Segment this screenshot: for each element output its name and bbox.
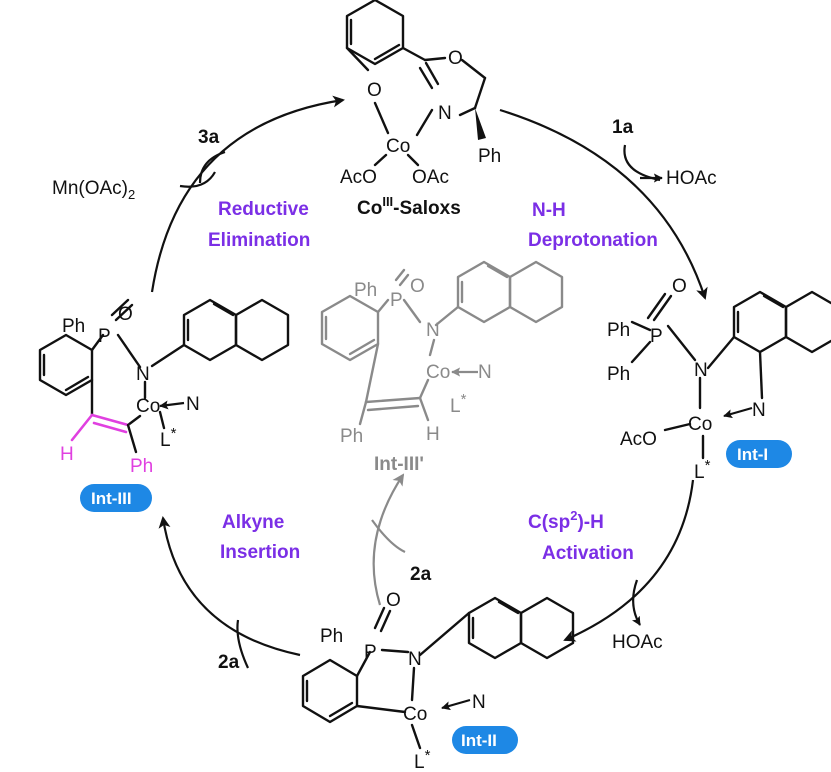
svg-text:O: O (118, 304, 133, 325)
svg-text:O: O (672, 276, 687, 297)
svg-text:O: O (448, 48, 463, 69)
intermediate-int-i: O P N N Co Ph Ph AcO L* Int-I (607, 276, 831, 483)
svg-text:P: P (650, 326, 663, 347)
arrow-hoac-out-bottom (631, 579, 641, 626)
svg-text:Co: Co (688, 414, 712, 435)
arrow-alkyne-insertion (158, 516, 301, 657)
badge-int-i-label: Int-I (737, 445, 768, 464)
svg-text:Ph: Ph (478, 146, 501, 167)
reagent-3a: 3a (198, 127, 220, 148)
svg-text:Ph: Ph (340, 426, 363, 447)
svg-text:AcO: AcO (340, 167, 377, 188)
label-int-iii-prime: Int-III' (374, 454, 424, 475)
svg-text:Ph: Ph (130, 456, 153, 477)
arrow-2a-in-center (371, 519, 406, 553)
reagent-2a-center: 2a (410, 564, 432, 585)
intermediate-int-iii-prime: O P N N Co Ph Ph H L* Int-III' (320, 260, 564, 475)
reagent-hoac-bottom: HOAc (612, 632, 663, 653)
vinyl-double-bond (90, 413, 130, 427)
svg-text:L*: L* (414, 747, 431, 772)
intermediate-int-ii: O P N N Co Ph L* Int-II (301, 590, 575, 772)
reagent-1a: 1a (612, 117, 634, 138)
svg-text:N: N (438, 103, 452, 124)
step-labels: N-H Deprotonation C(sp2)-H Activation Al… (208, 199, 658, 564)
step-nh-line1: N-H (532, 200, 566, 221)
arrow-3a-out (198, 150, 226, 184)
svg-text:N: N (478, 362, 492, 383)
svg-text:Ph: Ph (354, 280, 377, 301)
step-re-line2: Elimination (208, 230, 310, 251)
step-re-line1: Reductive (218, 199, 309, 220)
reagent-arrows (179, 144, 663, 669)
svg-text:Ph: Ph (62, 316, 85, 337)
intermediate-int-iii: O P N N Co Ph H Ph L* Int-III (38, 298, 290, 512)
svg-text:H: H (60, 444, 74, 465)
svg-text:Ph: Ph (320, 626, 343, 647)
svg-text:H: H (426, 424, 440, 445)
svg-text:Co: Co (426, 362, 450, 383)
svg-text:N: N (694, 360, 708, 381)
svg-text:P: P (98, 326, 111, 347)
svg-text:O: O (367, 80, 382, 101)
step-ch-line1: C(sp2)-H (528, 508, 604, 533)
svg-text:OAc: OAc (412, 167, 449, 188)
reagent-mn-oac: Mn(OAc)2 (52, 178, 135, 202)
svg-text:N: N (426, 320, 440, 341)
step-nh-line2: Deprotonation (528, 230, 658, 251)
svg-text:N: N (472, 692, 486, 713)
badge-int-ii (452, 726, 518, 754)
badge-int-ii-label: Int-II (461, 731, 497, 750)
svg-text:AcO: AcO (620, 429, 657, 450)
catalyst-label: CoIII-Saloxs (357, 194, 461, 219)
cycle-arrows (150, 95, 708, 657)
arrow-reductive-elimination (150, 95, 345, 293)
arrow-mnoac-in (179, 171, 216, 188)
svg-text:Ph: Ph (607, 364, 630, 385)
badge-int-i (726, 440, 792, 468)
arrow-2a-in-left (236, 619, 249, 669)
svg-text:Ph: Ph (607, 320, 630, 341)
svg-text:N: N (186, 394, 200, 415)
arrow-nh-deprotonation (499, 108, 708, 300)
svg-text:Co: Co (403, 704, 427, 725)
svg-text:O: O (386, 590, 401, 611)
svg-text:L*: L* (450, 391, 467, 417)
svg-text:Co: Co (136, 396, 160, 417)
svg-text:L*: L* (694, 457, 711, 483)
badge-int-iii (80, 484, 152, 512)
step-ai-line2: Insertion (220, 542, 300, 563)
svg-text:P: P (364, 642, 377, 663)
reagent-2a-left: 2a (218, 652, 240, 673)
svg-text:O: O (410, 276, 425, 297)
svg-text:N: N (408, 649, 422, 670)
step-ch-line2: Activation (542, 543, 634, 564)
svg-text:N: N (752, 400, 766, 421)
step-ai-line1: Alkyne (222, 512, 284, 533)
svg-text:N: N (136, 364, 150, 385)
arrow-insertion-to-int-iii-prime (372, 473, 405, 606)
svg-text:L*: L* (160, 425, 177, 451)
svg-text:Co: Co (386, 136, 410, 157)
arrow-ch-activation (563, 479, 695, 642)
catalyst-co-saloxs: O N O Co AcO OAc Ph CoIII-Saloxs (340, 0, 501, 219)
badge-int-iii-label: Int-III (91, 489, 132, 508)
reagent-labels: 1a HOAc HOAc 2a 2a 3a Mn(OAc)2 (52, 117, 717, 673)
reagent-hoac-top: HOAc (666, 168, 717, 189)
arrow-1a-in (623, 144, 661, 182)
svg-text:P: P (390, 290, 403, 311)
